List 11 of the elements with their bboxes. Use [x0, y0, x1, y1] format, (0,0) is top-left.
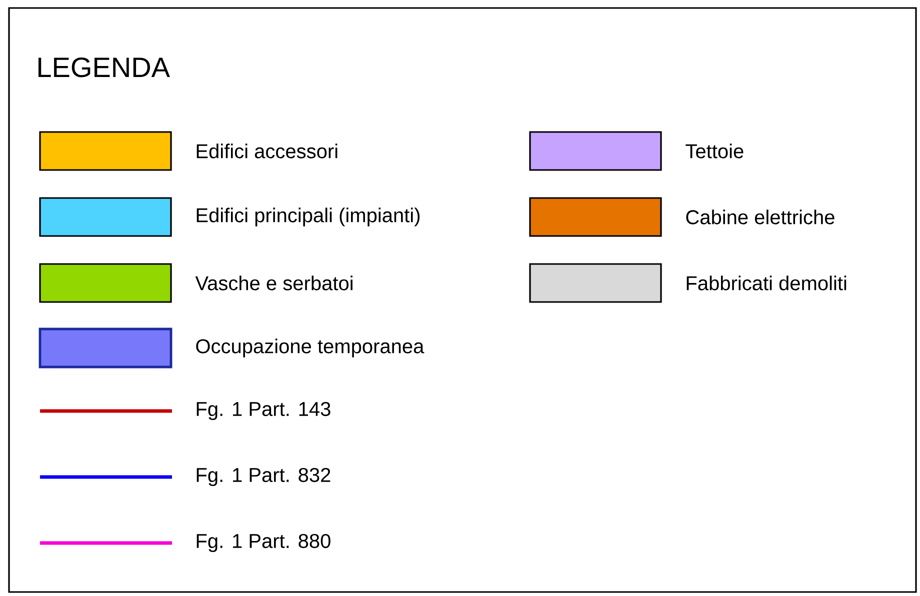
legend-label: Edifici accessori: [196, 144, 338, 158]
legend-label: Fabbricati demoliti: [686, 276, 846, 290]
legend-label: Tettoie: [686, 144, 744, 158]
legend-label: Fg. 1 Part. 832: [196, 468, 330, 486]
legend-label: Edifici principali (impianti): [196, 208, 420, 226]
legend-label: Fg. 1 Part. 143: [196, 402, 330, 420]
legend-label: Cabine elettriche: [686, 210, 834, 224]
legend-title: LEGENDA: [38, 57, 170, 78]
legend-label: Vasche e serbatoi: [195, 276, 352, 290]
legend-label: Occupazione temporanea: [196, 338, 424, 358]
legend-label: Fg. 1 Part. 880: [196, 534, 330, 552]
